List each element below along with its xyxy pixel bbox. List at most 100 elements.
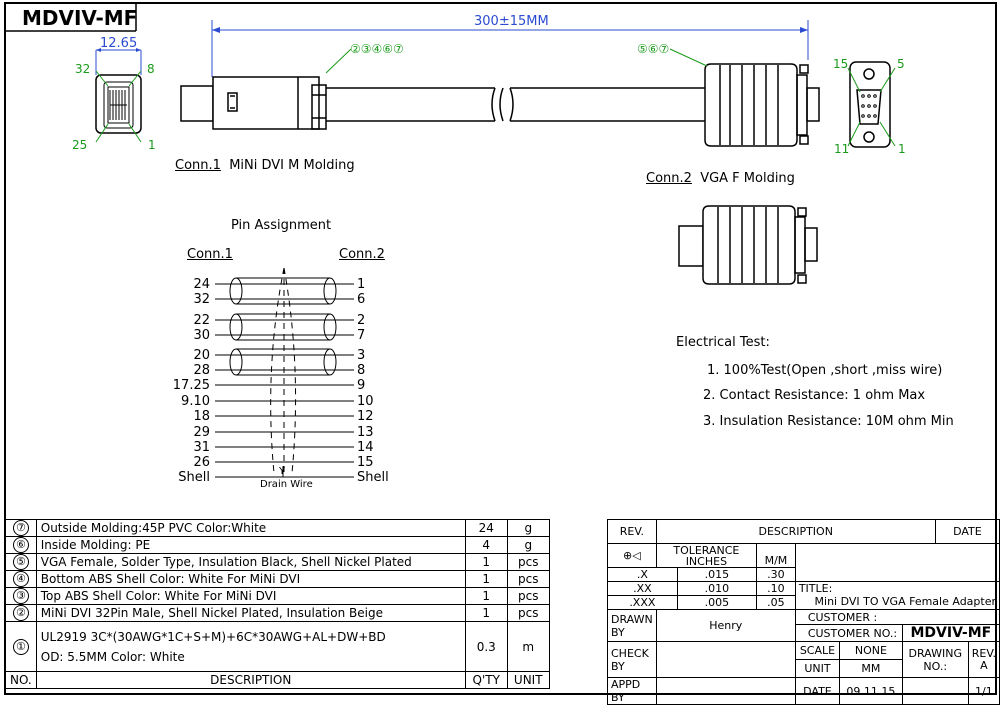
conn2-pin-tr: 5 [897, 57, 905, 71]
bom-no: ② [12, 605, 29, 621]
pin-left-11: 26 [193, 455, 210, 470]
tb-drawing-no-label: DRAWING NO.: [901, 641, 969, 678]
bom-row: ⑤ VGA Female, Solder Type, Insulation Bla… [5, 553, 550, 571]
tb-customer-no-label: CUSTOMER NO.: [794, 624, 903, 642]
tb-rev-label: REV. [607, 519, 657, 544]
tb-title-value: Mini DVI TO VGA Female Adapter [814, 595, 996, 608]
bom-desc: Top ABS Shell Color: White For MiNi DVI [35, 587, 466, 605]
tb-sheet: 1/1 [967, 677, 1000, 705]
drain-symbol: Y [279, 466, 286, 477]
conn1-side-view [180, 76, 327, 130]
bom-desc: Inside Molding: PE [35, 536, 466, 554]
electrical-test-item-1: 1. 100%Test(Open ,short ,miss wire) [707, 363, 943, 378]
gdt-symbol-icon: ⊕◁ [607, 543, 657, 568]
drawing-title: MDVIV-MF [22, 6, 138, 30]
bom-header-unit: UNIT [506, 671, 550, 689]
conn2-pin-tl: 15 [833, 57, 849, 71]
conn2-end-view [849, 61, 891, 148]
tb-customer-label: CUSTOMER : [794, 609, 1000, 625]
width-dimension: 12.65 [100, 36, 138, 51]
tb-description: DESCRIPTION [655, 519, 936, 544]
tb-inches: INCHES [685, 554, 728, 568]
pin-assignment-title: Pin Assignment [231, 218, 332, 233]
electrical-test-title: Electrical Test: [676, 335, 770, 350]
bom-header-row: NO. DESCRIPTION Q'TY UNIT [5, 671, 550, 689]
bom-cable-line1: UL2919 3C*(30AWG*1C+S+M)+6C*30AWG+AL+DW+… [40, 629, 386, 644]
pin-wiring [215, 267, 354, 478]
conn2-label: Conn.2 [646, 171, 692, 186]
bom-unit: pcs [506, 570, 550, 588]
pin-right-9: 13 [357, 425, 374, 440]
electrical-test-item-2: 2. Contact Resistance: 1 ohm Max [703, 388, 926, 403]
bom-no: ⑤ [12, 554, 29, 570]
pin-right-2: 2 [357, 313, 366, 328]
bom-unit: pcs [506, 604, 550, 622]
pin-left-6: 17.25 [172, 378, 210, 393]
bom-desc: VGA Female, Solder Type, Insulation Blac… [35, 553, 466, 571]
bom-qty: 1 [464, 570, 508, 588]
tb-tol-x-in: .015 [676, 567, 758, 582]
conn1-desc: MiNi DVI M Molding [229, 158, 355, 173]
tb-mm: M/M [756, 543, 796, 568]
pin-left-8: 18 [193, 409, 210, 424]
tb-title-label: TITLE: [798, 582, 833, 595]
bom-desc: Outside Molding:45P PVC Color:White [35, 519, 466, 537]
pin-left-4: 20 [193, 348, 210, 363]
bom-qty: 1 [464, 604, 508, 622]
tb-unit: MM [839, 659, 903, 678]
pin-right-header: Conn.2 [339, 247, 385, 262]
tb-tol-xx-in: .010 [676, 581, 758, 596]
conn1-pin-bl: 25 [72, 138, 88, 152]
pin-left-7: 9.10 [181, 394, 210, 409]
bom-unit: g [506, 536, 550, 554]
conn2-caption: Conn.2 VGA F Molding [646, 172, 795, 185]
pin-right-6: 9 [357, 378, 366, 393]
pin-left-2: 22 [193, 313, 210, 328]
bom-cable-line2: OD: 5.5MM Color: White [40, 649, 185, 664]
tb-rev-label-2: REV. [971, 646, 996, 660]
pin-left-5: 28 [193, 363, 210, 378]
tb-date: DATE [934, 519, 1000, 544]
electrical-test-item-3: 3. Insulation Resistance: 10M ohm Min [703, 414, 954, 429]
bom-row: ④ Bottom ABS Shell Color: White For MiNi … [5, 570, 550, 588]
tb-tol-xx: .XX [607, 581, 678, 596]
tb-date-label: DATE [794, 677, 841, 705]
bom-unit: pcs [506, 553, 550, 571]
conn1-pin-br: 1 [148, 138, 156, 152]
pin-left-10: 31 [193, 440, 210, 455]
bom-unit: g [506, 519, 550, 537]
pin-right-8: 12 [357, 409, 374, 424]
bom-qty: 24 [464, 519, 508, 537]
bom-desc: MiNi DVI 32Pin Male, Shell Nickel Plated… [35, 604, 466, 622]
drawing-frame [4, 2, 997, 695]
pin-right-7: 10 [357, 394, 374, 409]
bom-header-desc: DESCRIPTION [35, 671, 466, 689]
conn2-molding-view [678, 205, 818, 285]
tb-tol-xxx-mm: .05 [756, 595, 796, 610]
pin-left-12: Shell [178, 470, 210, 485]
tb-tol-x-mm: .30 [756, 567, 796, 582]
pin-right-0: 1 [357, 277, 366, 292]
bom-no: ⑥ [12, 537, 29, 553]
conn1-end-view [95, 48, 142, 143]
tb-drawn-by-label: DRAWN BY [607, 609, 657, 642]
tb-tol-xxx: .XXX [607, 595, 678, 610]
tb-tol-xxx-in: .005 [676, 595, 758, 610]
bom-row: ② MiNi DVI 32Pin Male, Shell Nickel Plate… [5, 604, 550, 622]
pin-right-12: Shell [357, 470, 389, 485]
bom-no: ④ [12, 571, 29, 587]
bom-cable-qty: 0.3 [464, 621, 508, 672]
conn2-desc: VGA F Molding [700, 171, 795, 186]
conn2-callout: ⑤⑥⑦ [637, 42, 670, 56]
tb-drawn-by: Henry [655, 609, 796, 642]
bom-desc: Bottom ABS Shell Color: White For MiNi D… [35, 570, 466, 588]
conn2-pin-br: 1 [898, 142, 906, 156]
pin-left-header: Conn.1 [187, 247, 233, 262]
tb-tolerance: TOLERANCE [673, 543, 740, 557]
pin-left-0: 24 [193, 277, 210, 292]
